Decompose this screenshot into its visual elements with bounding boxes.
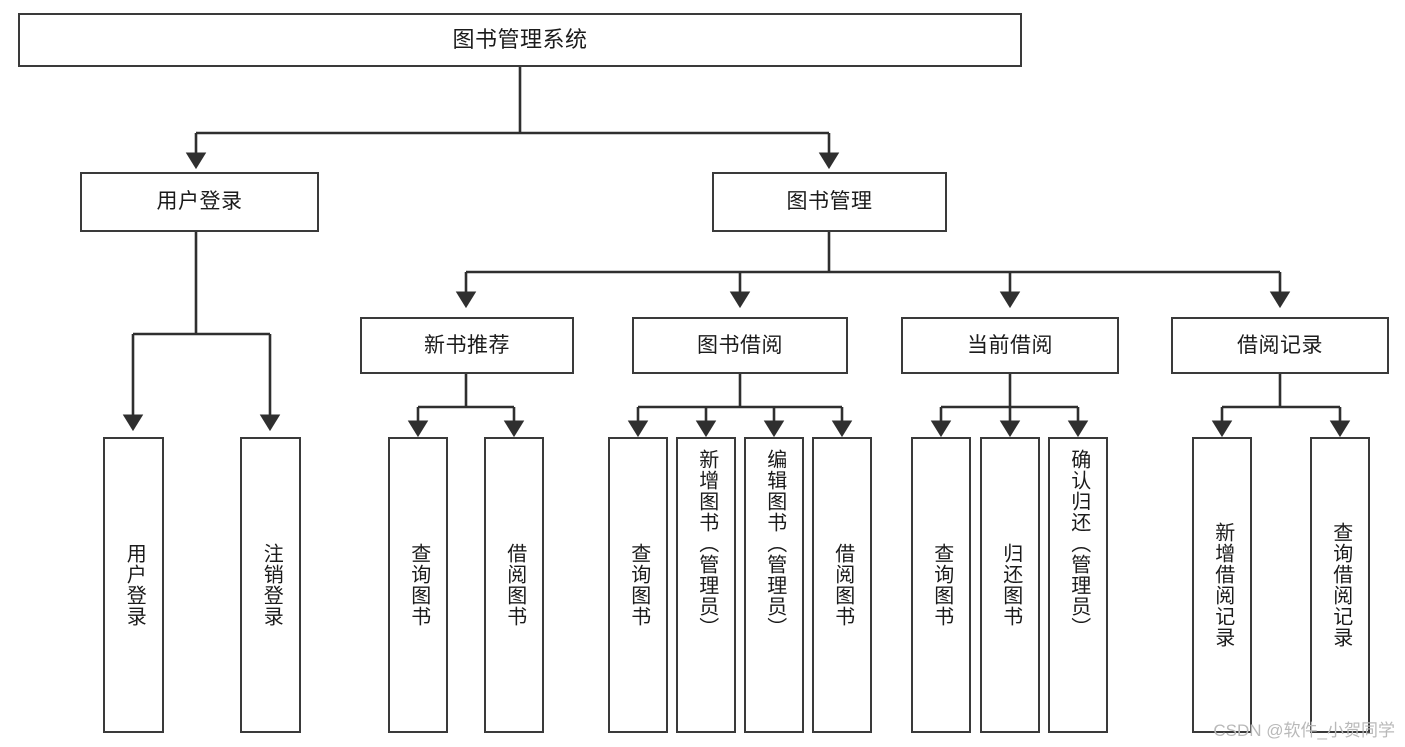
leaf-borrow-book-recommend-label: 借阅图书 [503, 543, 526, 627]
leaf-borrow-book-label: 借阅图书 [831, 543, 854, 627]
leaf-query-book-borrow-label: 查询图书 [627, 543, 650, 627]
node-new-book-recommend[interactable]: 新书推荐 [360, 317, 574, 374]
leaf-user-logout-label: 注销登录 [260, 543, 283, 627]
leaf-confirm-return-admin-label: 确认归还（管理员） [1067, 449, 1090, 638]
node-current-borrow[interactable]: 当前借阅 [901, 317, 1119, 374]
leaf-user-logout[interactable]: 注销登录 [240, 437, 301, 733]
leaf-user-login-label: 用户登录 [123, 543, 146, 627]
leaf-borrow-book[interactable]: 借阅图书 [812, 437, 872, 733]
leaf-edit-book-admin[interactable]: 编辑图书（管理员） [744, 437, 804, 733]
leaf-query-book-current[interactable]: 查询图书 [911, 437, 971, 733]
leaf-confirm-return-admin[interactable]: 确认归还（管理员） [1048, 437, 1108, 733]
leaf-query-borrow-record-label: 查询借阅记录 [1329, 522, 1352, 648]
leaf-add-borrow-record[interactable]: 新增借阅记录 [1192, 437, 1252, 733]
node-borrow-record[interactable]: 借阅记录 [1171, 317, 1389, 374]
leaf-user-login[interactable]: 用户登录 [103, 437, 164, 733]
leaf-query-book-recommend-label: 查询图书 [407, 543, 430, 627]
node-user-login-label: 用户登录 [156, 190, 243, 214]
leaf-query-borrow-record[interactable]: 查询借阅记录 [1310, 437, 1370, 733]
leaf-add-book-admin[interactable]: 新增图书（管理员） [676, 437, 736, 733]
leaf-query-book-recommend[interactable]: 查询图书 [388, 437, 448, 733]
leaf-add-book-admin-label: 新增图书（管理员） [695, 449, 718, 638]
leaf-query-book-current-label: 查询图书 [930, 543, 953, 627]
node-book-management-label: 图书管理 [786, 190, 873, 214]
node-current-borrow-label: 当前借阅 [967, 333, 1053, 357]
node-book-management[interactable]: 图书管理 [712, 172, 947, 232]
leaf-return-book-label: 归还图书 [999, 543, 1022, 627]
leaf-borrow-book-recommend[interactable]: 借阅图书 [484, 437, 544, 733]
leaf-return-book[interactable]: 归还图书 [980, 437, 1040, 733]
watermark-text: CSDN @软件_小贺同学 [1213, 721, 1395, 740]
leaf-edit-book-admin-label: 编辑图书（管理员） [763, 449, 786, 638]
node-user-login[interactable]: 用户登录 [80, 172, 319, 232]
node-borrow-record-label: 借阅记录 [1237, 333, 1323, 357]
leaf-add-borrow-record-label: 新增借阅记录 [1211, 522, 1234, 648]
node-root[interactable]: 图书管理系统 [18, 13, 1022, 67]
node-book-borrow-label: 图书借阅 [697, 333, 783, 357]
node-new-book-recommend-label: 新书推荐 [424, 333, 510, 357]
leaf-query-book-borrow[interactable]: 查询图书 [608, 437, 668, 733]
node-book-borrow[interactable]: 图书借阅 [632, 317, 848, 374]
node-root-label: 图书管理系统 [452, 26, 588, 52]
